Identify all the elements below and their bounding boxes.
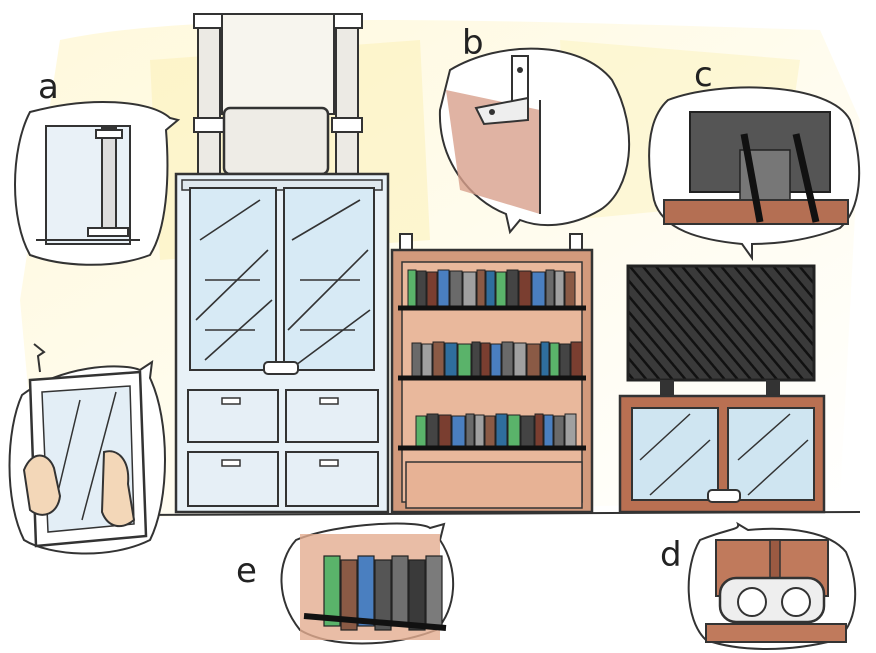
top-storage-box bbox=[224, 108, 328, 174]
book-spine bbox=[514, 343, 526, 378]
book-spine bbox=[546, 270, 554, 308]
book-spine bbox=[519, 271, 531, 308]
book-spine bbox=[475, 415, 484, 448]
book-spine bbox=[481, 343, 490, 378]
door-lock-latch bbox=[264, 362, 298, 374]
book-spine bbox=[458, 344, 471, 378]
book-spine bbox=[463, 272, 476, 308]
bookshelf bbox=[392, 234, 592, 512]
book-spine bbox=[416, 416, 426, 448]
book-spine bbox=[496, 414, 507, 448]
book-spine bbox=[565, 414, 576, 448]
book-spine bbox=[409, 560, 425, 630]
book-spine bbox=[412, 343, 421, 378]
book-spine bbox=[439, 415, 451, 448]
book-spine bbox=[466, 414, 474, 448]
callout-label-b: b bbox=[462, 23, 484, 63]
book-spine bbox=[427, 414, 438, 448]
callout-e: e bbox=[236, 524, 453, 644]
book-spine bbox=[486, 271, 495, 308]
stand-child-lock bbox=[708, 490, 740, 502]
book-spine bbox=[445, 343, 457, 378]
tension-pole-left bbox=[194, 14, 224, 174]
callout-label-d: d bbox=[660, 535, 682, 575]
book-spine bbox=[491, 344, 501, 378]
book-spine bbox=[426, 556, 442, 626]
callout-label-e: e bbox=[236, 551, 257, 591]
book-spine bbox=[392, 556, 408, 626]
book-spine bbox=[571, 342, 582, 378]
book-spine bbox=[527, 344, 540, 378]
book-spine bbox=[560, 344, 570, 378]
book-spine bbox=[508, 415, 520, 448]
book-spine bbox=[472, 342, 480, 378]
stand-door-right bbox=[728, 408, 814, 500]
book-spine bbox=[427, 272, 437, 308]
book-spine bbox=[544, 415, 553, 448]
book-spine bbox=[450, 271, 462, 308]
wall-cabinet bbox=[176, 14, 388, 512]
glass-door-left bbox=[190, 188, 276, 370]
book-spine bbox=[417, 271, 426, 308]
book-spine bbox=[433, 342, 444, 378]
tension-pole-right bbox=[332, 14, 362, 174]
callout-label-a: a bbox=[38, 67, 59, 107]
book-spine bbox=[507, 270, 518, 308]
child-lock-icon bbox=[720, 578, 824, 622]
book-spine bbox=[408, 270, 416, 308]
callout-d: d bbox=[660, 524, 855, 649]
book-spine bbox=[485, 416, 495, 448]
top-box bbox=[222, 14, 334, 114]
glass-door-right bbox=[284, 188, 374, 370]
book-spine bbox=[502, 342, 513, 378]
stand-door-left bbox=[632, 408, 718, 500]
book-spine bbox=[535, 414, 543, 448]
book-spine bbox=[496, 272, 506, 308]
book-spine bbox=[550, 343, 559, 378]
book-spine bbox=[477, 270, 485, 308]
book-spine bbox=[554, 416, 564, 448]
book-spine bbox=[565, 272, 575, 308]
tv bbox=[628, 266, 814, 380]
book-spine bbox=[521, 416, 534, 448]
book-spine bbox=[358, 556, 374, 626]
callout-label-c: c bbox=[694, 55, 713, 95]
books bbox=[408, 270, 582, 448]
book-spine bbox=[452, 416, 465, 448]
book-spine bbox=[422, 344, 432, 378]
book-spine bbox=[541, 342, 549, 378]
book-spine bbox=[532, 272, 545, 308]
book-spine bbox=[555, 271, 564, 308]
book-spine bbox=[438, 270, 449, 308]
